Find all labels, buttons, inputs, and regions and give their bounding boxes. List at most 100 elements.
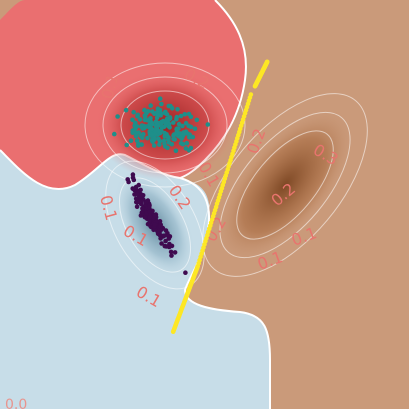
purple-point bbox=[157, 219, 163, 224]
teal-point bbox=[190, 134, 196, 140]
purple-point bbox=[136, 182, 141, 188]
purple-point bbox=[159, 241, 164, 246]
teal-point bbox=[115, 114, 120, 119]
teal-point bbox=[184, 141, 190, 146]
purple-point bbox=[134, 191, 140, 197]
teal-point bbox=[135, 113, 140, 119]
purple-point bbox=[169, 253, 174, 258]
purple-point bbox=[134, 204, 140, 209]
purple-point bbox=[125, 177, 130, 182]
teal-point bbox=[159, 121, 164, 126]
teal-point bbox=[141, 132, 146, 137]
purple-point bbox=[172, 250, 178, 255]
teal-point bbox=[179, 136, 184, 141]
teal-point bbox=[163, 121, 169, 126]
purple-point bbox=[152, 213, 157, 219]
purple-point bbox=[168, 249, 174, 255]
brown-density bbox=[214, 106, 356, 264]
purple-point bbox=[147, 202, 152, 208]
teal-point bbox=[131, 109, 136, 115]
teal-point bbox=[112, 131, 117, 137]
teal-point bbox=[128, 138, 134, 143]
purple-point bbox=[139, 193, 144, 198]
purple-point bbox=[140, 206, 145, 211]
teal-point bbox=[134, 138, 140, 143]
corner-contour-label: 0.0 bbox=[5, 397, 27, 409]
teal-point bbox=[133, 133, 139, 139]
purple-point bbox=[138, 213, 144, 218]
teal-point bbox=[171, 132, 177, 137]
teal-point bbox=[145, 135, 150, 141]
teal-point bbox=[176, 121, 182, 127]
teal-point bbox=[188, 114, 194, 120]
teal-point bbox=[187, 132, 192, 137]
teal-point bbox=[150, 132, 155, 137]
teal-point bbox=[151, 143, 157, 148]
teal-point bbox=[166, 140, 172, 145]
teal-point bbox=[181, 132, 186, 138]
teal-point bbox=[155, 106, 161, 111]
yellow-point bbox=[264, 59, 270, 65]
purple-point bbox=[165, 233, 171, 238]
teal-point bbox=[153, 119, 159, 124]
teal-point bbox=[138, 124, 144, 129]
teal-point bbox=[161, 124, 167, 130]
purple-point bbox=[130, 175, 136, 181]
teal-point bbox=[172, 137, 178, 142]
purple-point bbox=[147, 215, 153, 220]
teal-point bbox=[182, 112, 188, 117]
teal-point bbox=[156, 136, 161, 141]
teal-point bbox=[171, 120, 176, 125]
teal-point bbox=[178, 113, 184, 119]
teal-point bbox=[178, 141, 184, 146]
teal-point bbox=[150, 109, 155, 114]
teal-point bbox=[192, 126, 198, 131]
teal-point bbox=[162, 133, 168, 139]
teal-point bbox=[159, 101, 164, 107]
blue-region bbox=[0, 150, 270, 409]
purple-point bbox=[163, 238, 168, 244]
purple-point bbox=[183, 270, 188, 276]
teal-point bbox=[124, 142, 129, 148]
teal-point bbox=[145, 109, 151, 114]
teal-point bbox=[137, 117, 143, 122]
teal-point bbox=[148, 116, 153, 121]
teal-point bbox=[130, 117, 135, 123]
teal-point bbox=[205, 122, 211, 127]
purple-point bbox=[145, 221, 151, 227]
boundary-blue-brown bbox=[179, 177, 271, 409]
purple-point bbox=[167, 241, 172, 247]
teal-point bbox=[151, 137, 157, 143]
teal-point bbox=[186, 123, 191, 129]
purple-point bbox=[152, 222, 158, 227]
purple-point bbox=[157, 232, 163, 238]
teal-point bbox=[167, 116, 173, 121]
scatter-points bbox=[112, 59, 270, 335]
teal-point bbox=[174, 126, 180, 131]
purple-point bbox=[147, 209, 152, 214]
teal-point bbox=[174, 117, 179, 122]
teal-point bbox=[149, 121, 155, 126]
teal-point bbox=[183, 146, 189, 151]
teal-point bbox=[173, 148, 179, 154]
teal-point bbox=[164, 112, 170, 117]
yellow-point bbox=[248, 92, 254, 97]
teal-point bbox=[162, 141, 167, 146]
teal-point bbox=[156, 112, 161, 118]
teal-point bbox=[149, 126, 154, 132]
teal-point bbox=[142, 114, 148, 120]
teal-point bbox=[175, 107, 180, 112]
teal-point bbox=[157, 96, 163, 101]
teal-point bbox=[157, 129, 163, 135]
teal-point bbox=[169, 106, 175, 111]
purple-point bbox=[145, 198, 151, 203]
teal-point bbox=[148, 103, 153, 108]
teal-point bbox=[123, 107, 129, 113]
teal-point bbox=[166, 124, 172, 130]
purple-point bbox=[137, 198, 142, 204]
teal-point bbox=[133, 125, 138, 131]
teal-point bbox=[142, 125, 147, 130]
teal-point bbox=[194, 117, 200, 123]
purple-point bbox=[158, 224, 163, 229]
